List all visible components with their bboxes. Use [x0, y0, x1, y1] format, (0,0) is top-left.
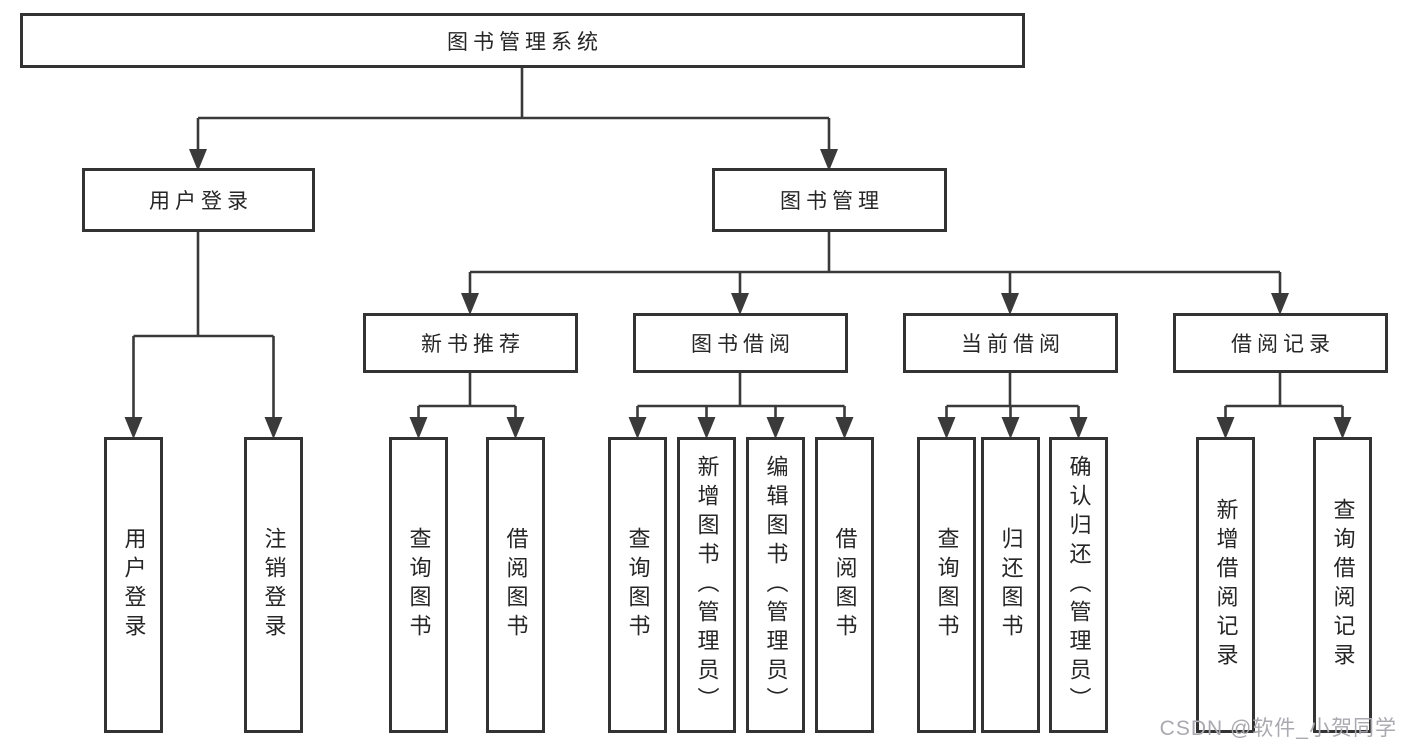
- connector-current-borrow: [945, 373, 1080, 419]
- leaf-query-borrow-record: 查询借阅记录: [1313, 437, 1372, 733]
- connector-new-book-recommend: [417, 373, 517, 419]
- leaf-query-books-recommend: 查询图书: [389, 437, 448, 733]
- leaf-query-books-current: 查询图书: [917, 437, 976, 733]
- leaf-borrow-books: 借阅图书: [815, 437, 874, 733]
- connector-book-management: [468, 232, 1282, 295]
- node-current-borrow: 当前借阅: [903, 313, 1118, 373]
- leaf-query-books-borrow: 查询图书: [608, 437, 667, 733]
- node-library-management-system: 图书管理系统: [20, 13, 1025, 68]
- leaf-user-login: 用户登录: [104, 437, 163, 733]
- leaf-logout: 注销登录: [244, 437, 303, 733]
- csdn-watermark: CSDN @软件_小贺同学: [1159, 717, 1397, 740]
- leaf-add-book-admin: 新增图书（管理员）: [677, 437, 736, 733]
- leaf-edit-book-admin: 编辑图书（管理员）: [746, 437, 805, 733]
- connector-borrow-records: [1224, 373, 1344, 419]
- connector-book-borrow: [636, 373, 846, 419]
- leaf-add-borrow-record: 新增借阅记录: [1196, 437, 1255, 733]
- leaf-borrow-books-recommend: 借阅图书: [486, 437, 545, 733]
- connector-user-login: [132, 232, 275, 419]
- leaf-confirm-return-admin: 确认归还（管理员）: [1049, 437, 1108, 733]
- node-book-management: 图书管理: [712, 168, 947, 232]
- node-user-login: 用户登录: [82, 168, 315, 232]
- connector-root: [196, 68, 831, 150]
- node-borrow-records: 借阅记录: [1173, 313, 1388, 373]
- node-book-borrow: 图书借阅: [633, 313, 848, 373]
- node-new-book-recommend: 新书推荐: [363, 313, 578, 373]
- leaf-return-books: 归还图书: [981, 437, 1040, 733]
